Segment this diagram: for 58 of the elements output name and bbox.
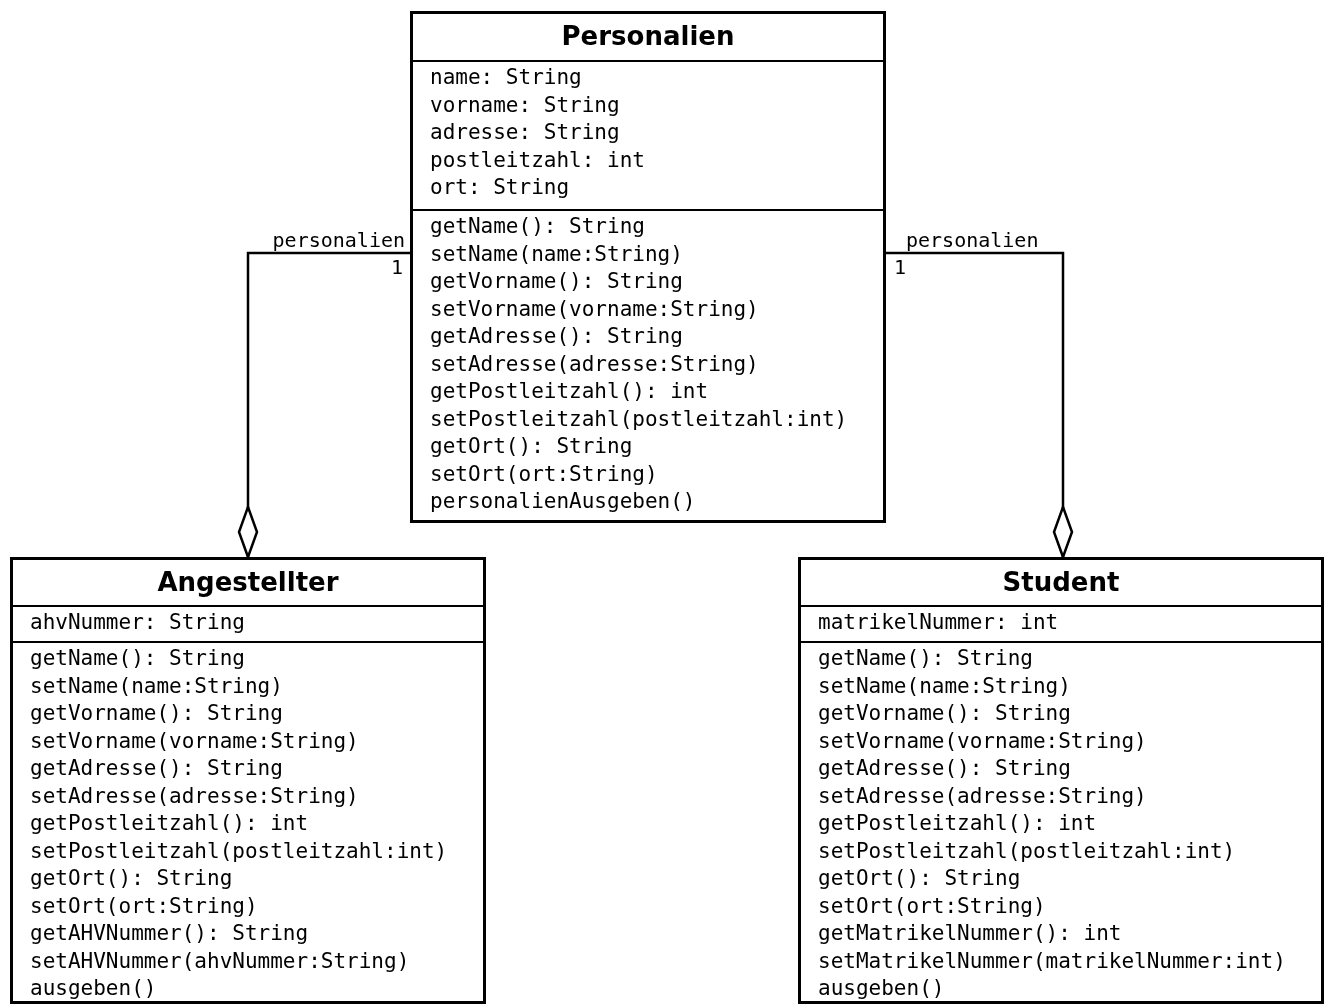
method-text: setPostleitzahl(postleitzahl:int): [430, 405, 848, 433]
method-text: getOrt(): String: [430, 433, 633, 460]
method-text: setOrt(ort:String): [818, 892, 1046, 920]
method-text: getOrt(): String: [30, 865, 233, 892]
attribute-text: postleitzahl: int: [430, 146, 645, 174]
method-text: getName(): String: [30, 645, 245, 672]
method-text: getPostleitzahl(): int: [430, 378, 709, 405]
method-text: setVorname(vorname:String): [30, 727, 359, 755]
method-text: getVorname(): String: [818, 700, 1071, 727]
method-text: getAdresse(): String: [818, 755, 1071, 782]
class-name: Student: [1001, 566, 1121, 599]
attribute-text: name: String: [430, 64, 582, 91]
multiplicity: 1: [390, 256, 403, 278]
method-text: setVorname(vorname:String): [430, 295, 759, 323]
attribute-text: ahvNummer: String: [30, 609, 245, 636]
method-compartment: [13, 641, 483, 1001]
attribute-text: adresse: String: [430, 119, 620, 146]
attribute-text: matrikelNummer: int: [818, 609, 1059, 636]
method-text: getName(): String: [430, 213, 645, 240]
method-text: ausgeben(): [818, 975, 945, 1002]
class-name: Angestellter: [156, 566, 340, 599]
method-text: getName(): String: [818, 645, 1033, 672]
method-text: getAdresse(): String: [30, 755, 283, 782]
method-text: setAdresse(adresse:String): [818, 782, 1147, 810]
method-text: personalienAusgeben(): [430, 488, 696, 515]
method-compartment: [801, 641, 1321, 1001]
method-text: getPostleitzahl(): int: [818, 810, 1097, 837]
method-text: getAdresse(): String: [430, 323, 683, 350]
method-text: setPostleitzahl(postleitzahl:int): [818, 837, 1236, 865]
method-text: setAHVNummer(ahvNummer:String): [30, 947, 410, 975]
method-text: ausgeben(): [30, 975, 157, 1002]
method-text: setVorname(vorname:String): [818, 727, 1147, 755]
multiplicity: 1: [894, 256, 907, 278]
attribute-text: ort: String: [430, 174, 570, 201]
method-text: setName(name:String): [430, 240, 683, 268]
class-box: [410, 11, 886, 523]
role-name: personalien: [272, 229, 405, 251]
method-text: getAHVNummer(): String: [30, 920, 309, 947]
method-text: setAdresse(adresse:String): [30, 782, 359, 810]
method-text: setOrt(ort:String): [30, 892, 258, 920]
attribute-text: vorname: String: [430, 91, 620, 119]
method-text: getOrt(): String: [818, 865, 1021, 892]
method-text: setOrt(ort:String): [430, 460, 658, 488]
class-box: [798, 557, 1324, 1004]
method-text: getPostleitzahl(): int: [30, 810, 309, 837]
method-text: setName(name:String): [818, 672, 1071, 700]
role-name: personalien: [906, 229, 1039, 251]
class-box: [10, 557, 486, 1004]
method-text: getVorname(): String: [30, 700, 283, 727]
method-text: getMatrikelNummer(): int: [818, 920, 1122, 947]
class-name: Personalien: [560, 20, 736, 53]
method-text: getVorname(): String: [430, 268, 683, 295]
method-text: setName(name:String): [30, 672, 283, 700]
method-text: setMatrikelNummer(matrikelNummer:int): [818, 947, 1286, 975]
aggregation-line: [886, 251, 1074, 559]
aggregation-line: [237, 251, 410, 559]
method-text: setAdresse(adresse:String): [430, 350, 759, 378]
method-text: setPostleitzahl(postleitzahl:int): [30, 837, 448, 865]
